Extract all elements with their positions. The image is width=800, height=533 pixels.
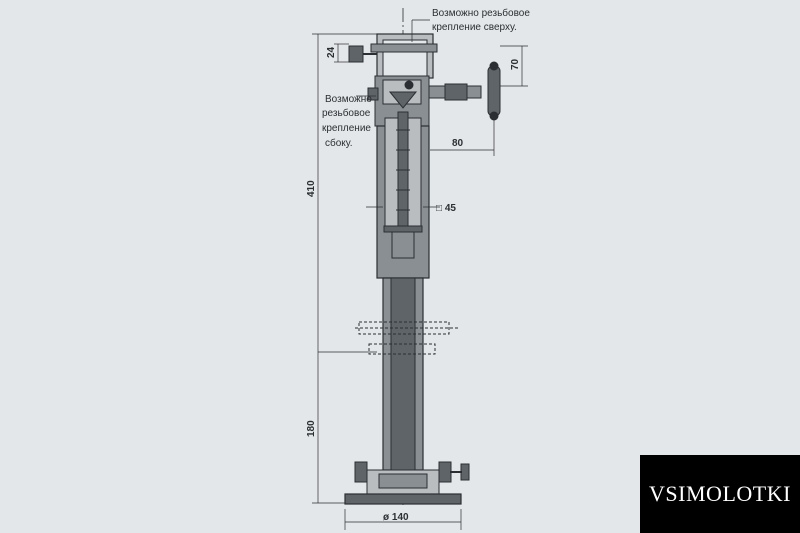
- foot-bolts: [354, 461, 368, 483]
- top-bolt: [348, 45, 364, 63]
- side-note-line2: резьбовое: [322, 107, 371, 119]
- mid-bracket-option: [358, 321, 450, 335]
- top-bracket-bar: [370, 43, 438, 53]
- top-note-line1: Возможно резьбовое: [432, 7, 530, 19]
- side-note-line3: крепление: [322, 123, 371, 134]
- dim-handle-height: 70: [510, 58, 521, 70]
- side-note-line4: сбоку.: [325, 137, 353, 149]
- top-note-line2: крепление сверху.: [432, 22, 517, 33]
- side-note-line1: Возможно: [325, 94, 372, 105]
- dim-base-diameter: ø 140: [383, 512, 409, 523]
- dim-handle-reach: 80: [452, 138, 464, 149]
- base-plate: [344, 493, 462, 505]
- dim-top-bolt: 24: [326, 46, 337, 58]
- dim-total-height: 410: [306, 180, 317, 197]
- watermark-text: VSIMOLOTKI: [649, 481, 791, 506]
- dim-tube-square: □ 45: [436, 203, 456, 214]
- dim-lower-height: 180: [306, 420, 317, 437]
- crank-grip: [487, 65, 501, 117]
- watermark-logo: VSIMOLOTKI: [640, 455, 800, 533]
